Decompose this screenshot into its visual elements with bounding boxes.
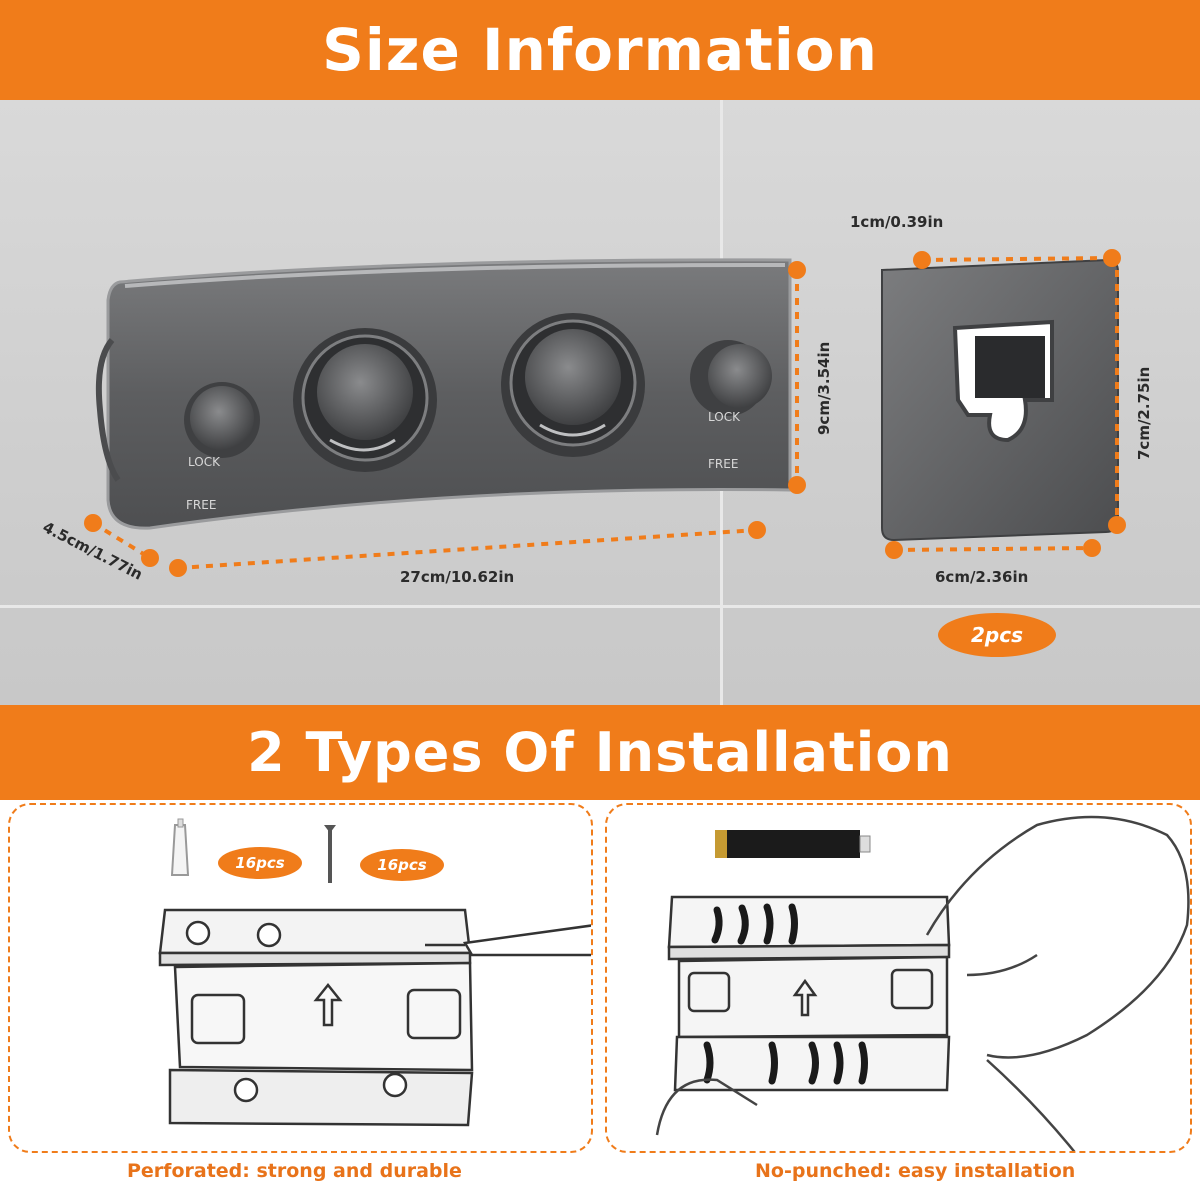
product-top-edge xyxy=(124,262,786,288)
small-knob-left xyxy=(184,382,260,458)
installation-banner: 2 Types Of Installation xyxy=(0,705,1200,800)
screw-icon xyxy=(324,825,336,883)
big-knob-left xyxy=(293,328,437,472)
no-punched-caption: No-punched: easy installation xyxy=(755,1160,1076,1182)
perforated-installation-panel: 16pcs 16pcs xyxy=(8,803,593,1153)
screwdriver-drawing xyxy=(425,924,591,957)
screw-quantity-badge: 16pcs xyxy=(360,849,444,881)
bracket-quantity-badge: 2pcs xyxy=(938,613,1056,657)
lock-label-right: LOCK xyxy=(708,410,740,424)
adhesive-plate-drawing xyxy=(667,895,951,1092)
bracket-thickness-label: 1cm/0.39in xyxy=(850,213,944,231)
plate-screws xyxy=(185,920,408,1103)
glue-strokes xyxy=(703,903,868,1085)
installation-title: 2 Types Of Installation xyxy=(247,721,953,784)
product-photo-area: LOCK FREE LOCK FREE 9cm/3.54in 27cm/10.6… xyxy=(0,100,1200,705)
bracket-width-label: 6cm/2.36in xyxy=(935,568,1029,586)
no-punched-installation-panel xyxy=(605,803,1192,1153)
hands-drawing xyxy=(655,815,1190,1151)
anchor-quantity-text: 16pcs xyxy=(235,854,285,872)
mounting-bracket xyxy=(881,258,1119,542)
perforated-caption: Perforated: strong and durable xyxy=(127,1160,462,1182)
perforated-illustration xyxy=(158,818,591,1127)
tile-grout-line xyxy=(0,605,1200,608)
bracket-height-label: 7cm/2.75in xyxy=(1135,366,1153,460)
lock-label-left: LOCK xyxy=(188,455,220,469)
no-punched-illustration xyxy=(655,815,1190,1151)
screw-quantity-text: 16pcs xyxy=(377,856,427,874)
product-height-label: 9cm/3.54in xyxy=(815,341,833,435)
dimension-dots xyxy=(84,249,1126,577)
anchor-quantity-badge: 16pcs xyxy=(218,847,302,879)
product-body xyxy=(106,258,792,530)
dimension-lines xyxy=(91,256,1119,570)
free-label-right: FREE xyxy=(708,457,739,471)
wall-anchor-icon xyxy=(170,818,190,876)
free-label-left: FREE xyxy=(186,498,217,512)
big-knob-right xyxy=(501,313,645,457)
bracket-quantity-text: 2pcs xyxy=(971,623,1023,647)
side-hook xyxy=(95,338,121,482)
product-width-label: 27cm/10.62in xyxy=(400,568,515,586)
small-knob-right xyxy=(690,340,772,416)
size-information-title: Size Information xyxy=(322,16,878,84)
size-information-banner: Size Information xyxy=(0,0,1200,100)
glue-tube-icon xyxy=(715,830,871,858)
product-illustration xyxy=(84,249,1126,577)
mounting-plate-drawing xyxy=(158,908,474,1127)
